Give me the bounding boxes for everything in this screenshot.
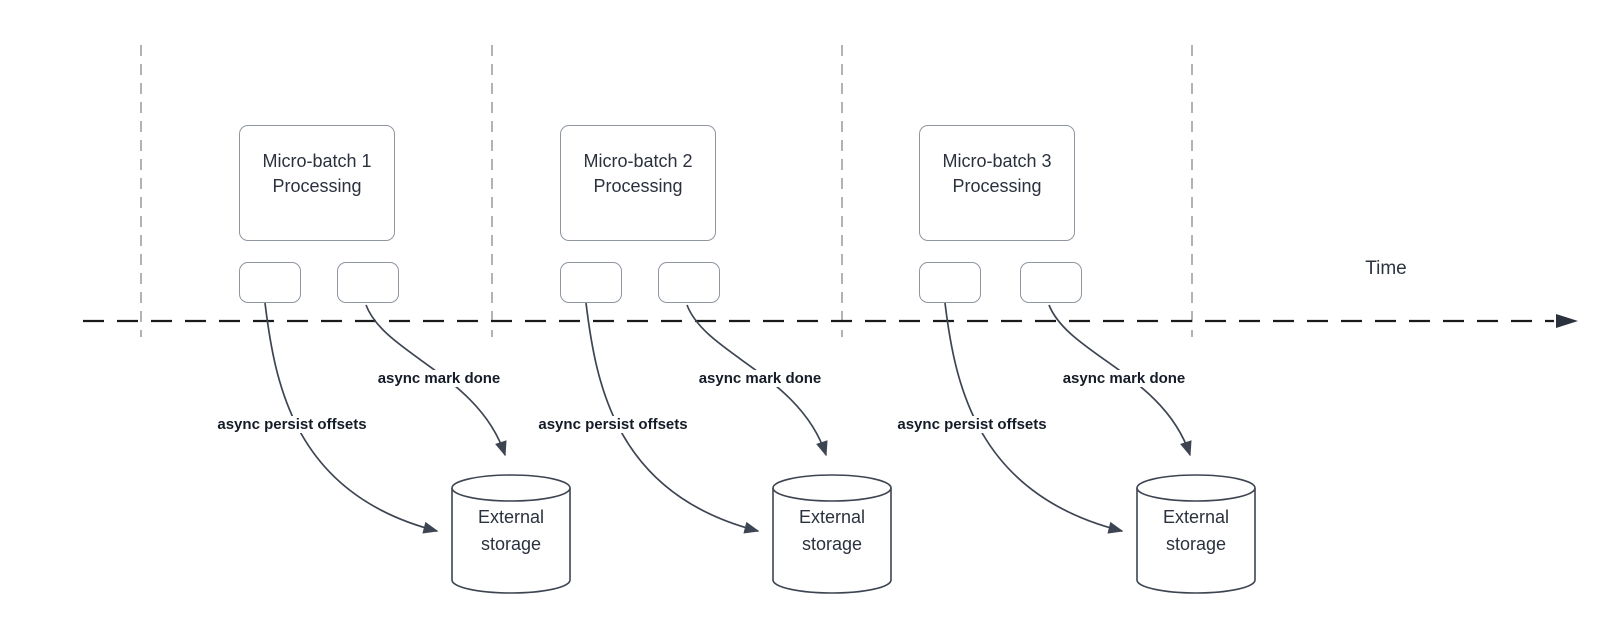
external-storage-label: External storage [452,504,570,558]
persist-offsets-arrow [264,302,439,534]
micro-batch-title-line2: Processing [952,176,1042,196]
persist-offsets-arrow [944,302,1124,534]
micro-batch-title-line1: Micro-batch 2 [583,151,693,171]
external-storage-line2: storage [1165,534,1227,554]
persist-offsets-arrow [585,302,760,534]
micro-batch-2-box: Micro-batch 2 Processing [560,125,716,241]
commit-task-box [337,262,399,303]
persist-offsets-label: async persist offsets [527,416,699,433]
external-storage-line1: External [477,507,545,527]
batch-group-3: Micro-batch 3 Processing async persist o… [886,125,1259,615]
offset-task-box [919,262,981,303]
micro-batch-title-line2: Processing [593,176,683,196]
batch-3-arrows [944,302,1256,594]
external-storage-label: External storage [1137,504,1255,558]
external-storage-label: External storage [773,504,891,558]
micro-batch-3-box: Micro-batch 3 Processing [919,125,1075,241]
time-axis-label: Time [1365,258,1407,279]
mark-done-label: async mark done [686,370,834,387]
persist-offsets-label: async persist offsets [206,416,378,433]
batch-group-2: Micro-batch 2 Processing async persist o… [527,125,900,615]
micro-batch-1-box: Micro-batch 1 Processing [239,125,395,241]
mark-done-arrow [1048,304,1192,457]
batch-2-arrows [585,302,892,594]
mark-done-arrow [686,304,828,457]
external-storage-cylinder [1136,474,1256,594]
offset-task-box [560,262,622,303]
external-storage-line1: External [1162,507,1230,527]
external-storage-cylinder [451,474,571,594]
micro-batch-title-line1: Micro-batch 3 [942,151,1052,171]
micro-batch-title-line1: Micro-batch 1 [262,151,372,171]
mark-done-arrow [365,304,507,457]
commit-task-box [658,262,720,303]
commit-task-box [1020,262,1082,303]
micro-batch-title-line2: Processing [272,176,362,196]
time-axis-arrowhead-icon [1556,314,1578,328]
external-storage-cylinder [772,474,892,594]
external-storage-line2: storage [801,534,863,554]
external-storage-line2: storage [480,534,542,554]
mark-done-label: async mark done [1050,370,1198,387]
persist-offsets-label: async persist offsets [886,416,1058,433]
batch-group-1: Micro-batch 1 Processing async persist o… [206,125,579,615]
external-storage-line1: External [798,507,866,527]
offset-task-box [239,262,301,303]
batch-1-arrows [264,302,571,594]
mark-done-label: async mark done [365,370,513,387]
